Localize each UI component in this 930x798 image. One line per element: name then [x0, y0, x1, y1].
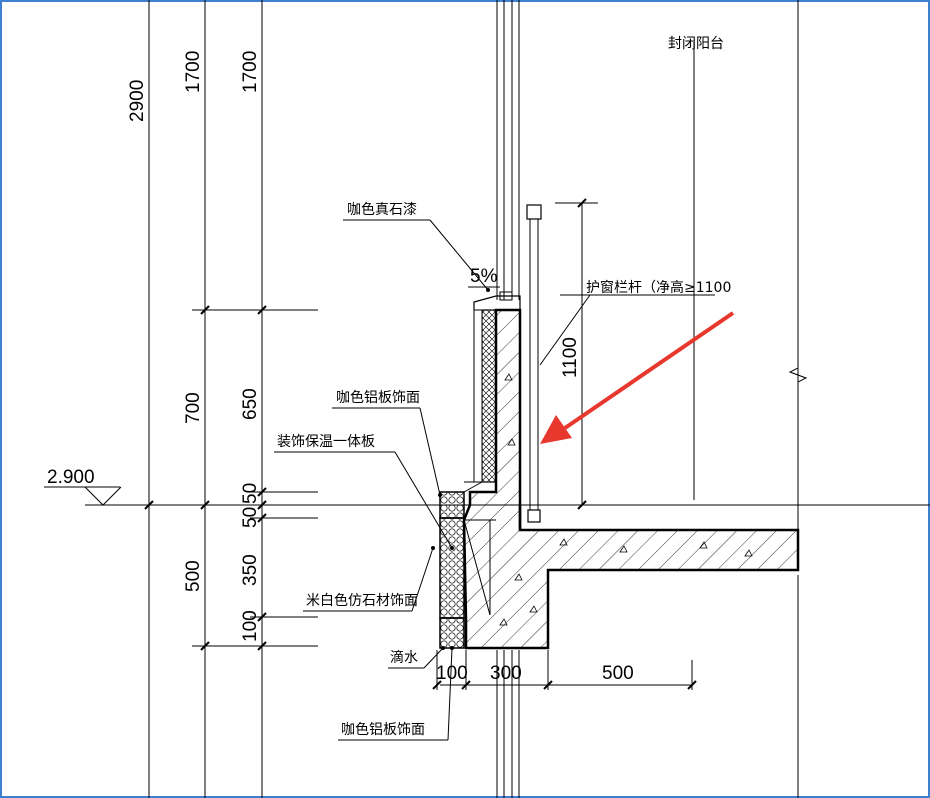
railing-base	[527, 509, 541, 523]
label-alu-panel-bottom: 咖色铝板饰面	[341, 721, 425, 738]
alu-panel-bottom-block	[439, 617, 465, 649]
dim-350: 350	[240, 554, 261, 586]
dim-500-horizontal: 500	[602, 663, 634, 684]
elevation-marker: 2.900	[44, 467, 122, 506]
dim-100-vertical: 100	[240, 610, 261, 642]
dim-500-vertical: 500	[183, 560, 204, 592]
red-arrow	[540, 311, 735, 444]
alu-panel-top-block	[439, 491, 465, 519]
concrete-structure	[462, 308, 800, 650]
label-alu-panel-top: 咖色铝板饰面	[336, 389, 420, 406]
dim-700: 700	[183, 392, 204, 424]
label-drip: 滴水	[390, 649, 418, 666]
dim-1700-a: 1700	[183, 51, 204, 93]
dim-50-a: 50	[240, 483, 261, 504]
label-slope: 5%	[470, 266, 498, 287]
parapet-coping	[473, 295, 521, 310]
svg-text:2.900: 2.900	[47, 467, 95, 488]
break-mark	[788, 355, 808, 395]
dim-650: 650	[240, 388, 261, 420]
aggregate-marks	[499, 373, 753, 626]
dim-50-b: 50	[240, 507, 261, 528]
label-stone-paint: 咖色真石漆	[347, 201, 417, 218]
vertical-reference-lines	[148, 0, 799, 798]
insulation-upper	[481, 309, 497, 483]
finish-upper	[473, 309, 483, 483]
dim-2900: 2900	[127, 80, 148, 122]
railing-top-cap	[526, 204, 542, 220]
label-insulation-panel: 装饰保温一体板	[277, 434, 375, 450]
dim-300: 300	[490, 663, 522, 684]
window-frame-lines	[496, 0, 520, 798]
label-railing: 护窗栏杆（净高≥1100	[586, 279, 731, 296]
room-label: 封闭阳台	[668, 36, 724, 52]
dim-1700-b: 1700	[240, 51, 261, 93]
leader-lines	[274, 219, 715, 741]
label-stone-finish: 米白色仿石材饰面	[306, 592, 418, 609]
dim-100-horizontal: 100	[436, 663, 468, 684]
dim-1100: 1100	[560, 337, 581, 378]
leader-dots	[431, 288, 490, 650]
dimension-ticks	[144, 198, 697, 690]
